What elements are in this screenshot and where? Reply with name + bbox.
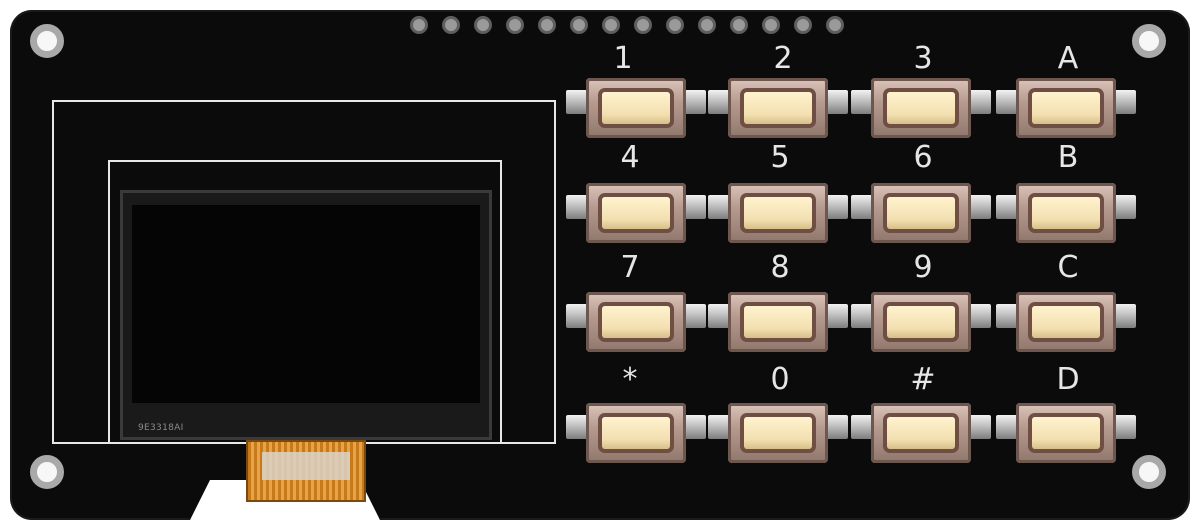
switch-cap bbox=[744, 417, 812, 449]
header-pin bbox=[698, 16, 716, 34]
key-2[interactable] bbox=[708, 78, 848, 138]
switch-cap bbox=[1032, 417, 1100, 449]
key-1[interactable] bbox=[566, 78, 706, 138]
key-label: 8 bbox=[770, 250, 790, 285]
mounting-hole-bottom-right bbox=[1132, 455, 1166, 489]
key-label: # bbox=[910, 362, 936, 397]
switch-cap bbox=[744, 92, 812, 124]
header-pin bbox=[730, 16, 748, 34]
header-pin bbox=[538, 16, 556, 34]
key-label: 0 bbox=[770, 362, 790, 397]
switch-cap bbox=[744, 197, 812, 229]
key-5[interactable] bbox=[708, 183, 848, 243]
switch-cap bbox=[1032, 306, 1100, 338]
switch-cap bbox=[1032, 197, 1100, 229]
header-pin bbox=[410, 16, 428, 34]
oled-part-number: 9E3318AI bbox=[138, 423, 184, 433]
key-label: * bbox=[622, 362, 638, 397]
key-label: 7 bbox=[620, 250, 640, 285]
header-pin bbox=[570, 16, 588, 34]
header-pin bbox=[602, 16, 620, 34]
header-pin bbox=[826, 16, 844, 34]
key-label: 1 bbox=[613, 41, 633, 76]
switch-cap bbox=[744, 306, 812, 338]
key-c[interactable] bbox=[996, 292, 1136, 352]
mounting-hole-top-left bbox=[30, 24, 64, 58]
key-star[interactable] bbox=[566, 403, 706, 463]
key-d[interactable] bbox=[996, 403, 1136, 463]
key-label: A bbox=[1057, 41, 1079, 76]
key-label: 5 bbox=[770, 140, 790, 175]
key-0[interactable] bbox=[708, 403, 848, 463]
key-a[interactable] bbox=[996, 78, 1136, 138]
switch-cap bbox=[887, 306, 955, 338]
key-label: 3 bbox=[913, 41, 933, 76]
key-label: B bbox=[1057, 140, 1079, 175]
switch-cap bbox=[602, 417, 670, 449]
mounting-hole-bottom-left bbox=[30, 455, 64, 489]
switch-cap bbox=[887, 417, 955, 449]
key-6[interactable] bbox=[851, 183, 991, 243]
key-label: 2 bbox=[773, 41, 793, 76]
key-label: 6 bbox=[913, 140, 933, 175]
key-9[interactable] bbox=[851, 292, 991, 352]
switch-cap bbox=[1032, 92, 1100, 124]
oled-display-screen bbox=[132, 205, 480, 403]
key-label: 9 bbox=[913, 250, 933, 285]
header-pin bbox=[506, 16, 524, 34]
switch-cap bbox=[602, 197, 670, 229]
switch-cap bbox=[602, 92, 670, 124]
key-b[interactable] bbox=[996, 183, 1136, 243]
key-4[interactable] bbox=[566, 183, 706, 243]
header-pin bbox=[794, 16, 812, 34]
header-pin bbox=[762, 16, 780, 34]
key-label: 4 bbox=[620, 140, 640, 175]
switch-cap bbox=[887, 92, 955, 124]
header-pin bbox=[474, 16, 492, 34]
key-label: D bbox=[1056, 362, 1080, 397]
mounting-hole-top-right bbox=[1132, 24, 1166, 58]
switch-cap bbox=[887, 197, 955, 229]
header-pin bbox=[666, 16, 684, 34]
header-pin-row bbox=[402, 12, 844, 42]
key-label: C bbox=[1057, 250, 1079, 285]
key-3[interactable] bbox=[851, 78, 991, 138]
header-pin bbox=[634, 16, 652, 34]
header-pin bbox=[442, 16, 460, 34]
switch-cap bbox=[602, 306, 670, 338]
key-8[interactable] bbox=[708, 292, 848, 352]
key-7[interactable] bbox=[566, 292, 706, 352]
key-hash[interactable] bbox=[851, 403, 991, 463]
flex-ribbon-tab bbox=[262, 452, 350, 480]
